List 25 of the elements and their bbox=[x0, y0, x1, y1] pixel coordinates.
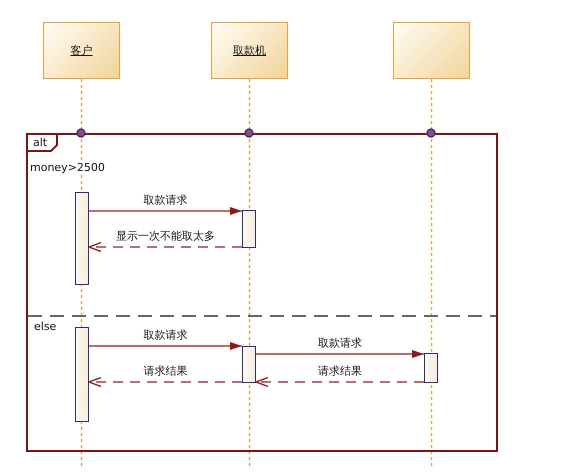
lifeline bbox=[430, 79, 432, 466]
message-label: 取款请求 bbox=[142, 193, 190, 207]
guard-condition: money>2500 bbox=[30, 161, 105, 174]
activation-bar bbox=[242, 346, 256, 383]
fragment-frame bbox=[26, 133, 498, 452]
message-arrow bbox=[89, 207, 242, 215]
message-label: 请求结果 bbox=[142, 364, 190, 378]
message-label: 显示一次不能取太多 bbox=[114, 229, 217, 243]
return-arrow bbox=[88, 376, 242, 388]
lifeline-head: 客户 bbox=[43, 22, 120, 79]
activation-bar bbox=[75, 327, 89, 422]
message-label: 取款请求 bbox=[142, 328, 190, 342]
message-arrow bbox=[89, 342, 242, 350]
guard-condition: else bbox=[34, 320, 56, 334]
activation-bar bbox=[75, 192, 89, 285]
return-arrow bbox=[88, 242, 242, 252]
lifeline-head bbox=[393, 22, 470, 79]
return-arrow bbox=[255, 376, 424, 388]
message-label: 请求结果 bbox=[316, 364, 364, 378]
message-arrow bbox=[256, 350, 424, 358]
activation-bar bbox=[424, 353, 438, 383]
lifeline-head: 取款机 bbox=[211, 22, 288, 79]
activation-bar bbox=[242, 210, 256, 248]
message-label: 取款请求 bbox=[316, 336, 364, 350]
operator-label: alt bbox=[33, 136, 48, 150]
